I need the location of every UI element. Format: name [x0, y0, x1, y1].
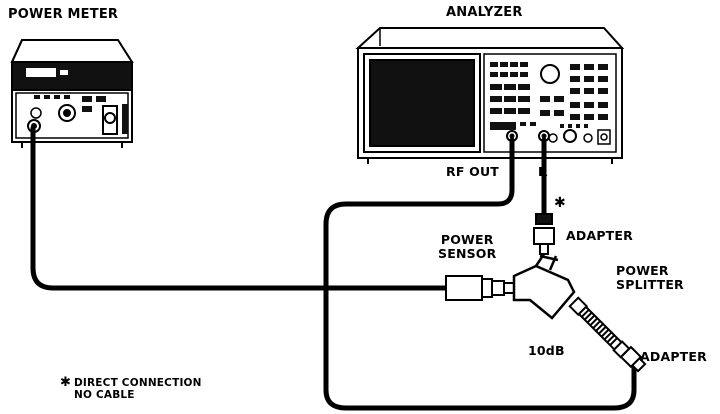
power-meter: [10, 39, 134, 148]
power-sensor-label-line2: SENSOR: [438, 246, 497, 261]
attenuator-label: 10dB: [528, 343, 565, 358]
direct-connection-marker: ✱: [554, 195, 566, 211]
r-port-label: R: [538, 164, 548, 179]
power-sensor-label: POWER SENSOR: [438, 233, 496, 261]
power-splitter-label: POWER SPLITTER: [616, 264, 684, 292]
power-splitter-label-line1: POWER: [616, 263, 669, 278]
power-sensor-label-line1: POWER: [440, 232, 494, 247]
legend-marker: ✱: [60, 375, 72, 390]
power-sensor: [445, 275, 515, 301]
power-splitter: [512, 253, 576, 320]
legend-text: DIRECT CONNECTION NO CABLE: [74, 377, 202, 401]
legend-line2: NO CABLE: [74, 389, 135, 401]
attenuator-10db: [568, 296, 631, 359]
legend-line1: DIRECT CONNECTION: [74, 377, 202, 389]
adapter-bottom: [619, 345, 647, 373]
power-meter-label: POWER METER: [8, 7, 119, 22]
power-splitter-label-line2: SPLITTER: [616, 277, 684, 292]
adapter-top-label: ADAPTER: [566, 228, 633, 243]
cables: [30, 125, 637, 411]
network-analyzer: [355, 27, 625, 164]
analyzer-label: ANALYZER: [446, 5, 523, 20]
adapter-bottom-label: ADAPTER: [640, 349, 707, 364]
rf-out-label: RF OUT: [446, 164, 500, 179]
adapter-top: [533, 213, 555, 255]
